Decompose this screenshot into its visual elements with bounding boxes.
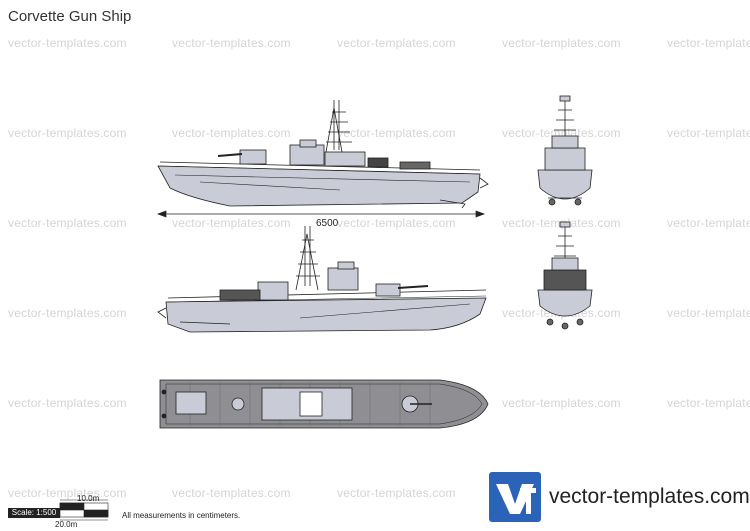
top-view [159, 379, 489, 429]
watermark-text: vector-templates.com [8, 306, 127, 320]
length-dimension-label: 6500 [316, 218, 339, 229]
page-title: Corvette Gun Ship [8, 8, 132, 25]
watermark-text: vector-templates.com [8, 396, 127, 410]
watermark-text: vector-templates.com [667, 36, 750, 50]
watermark-text: vector-templates.com [8, 486, 127, 500]
watermark-text: vector-templates.com [337, 486, 456, 500]
watermark-text: vector-templates.com [8, 126, 127, 140]
logo-text-link[interactable]: vector-templates.com [549, 485, 750, 508]
side-view-starboard [157, 100, 489, 209]
watermark-text: vector-templates.com [667, 396, 750, 410]
watermark-text: vector-templates.com [8, 36, 127, 50]
watermark-text: vector-templates.com [337, 126, 456, 140]
scale-label: Scale: 1:500 [8, 508, 60, 518]
watermark-text: vector-templates.com [337, 216, 456, 230]
vt-logo-mark [489, 472, 541, 522]
watermark-text: vector-templates.com [8, 216, 127, 230]
watermark-text: vector-templates.com [667, 306, 750, 320]
watermark-text: vector-templates.com [667, 126, 750, 140]
measurement-note: All measurements in centimeters. [122, 511, 241, 520]
length-dimension-line [157, 210, 485, 218]
watermark-text: vector-templates.com [172, 36, 291, 50]
rear-view-stern [537, 221, 593, 330]
watermark-text: vector-templates.com [172, 126, 291, 140]
watermark-text: vector-templates.com [337, 36, 456, 50]
front-view-bow [537, 95, 593, 206]
watermark-text: vector-templates.com [172, 486, 291, 500]
watermark-text: vector-templates.com [502, 396, 621, 410]
watermark-text: vector-templates.com [667, 216, 750, 230]
watermark-text: vector-templates.com [502, 36, 621, 50]
scale-top-label: 10.0m [77, 494, 100, 503]
scale-bottom-label: 20.0m [55, 520, 78, 529]
side-view-port [157, 226, 487, 333]
scale-bar [59, 499, 109, 521]
watermark-text: vector-templates.com [502, 126, 621, 140]
watermark-text: vector-templates.com [172, 216, 291, 230]
